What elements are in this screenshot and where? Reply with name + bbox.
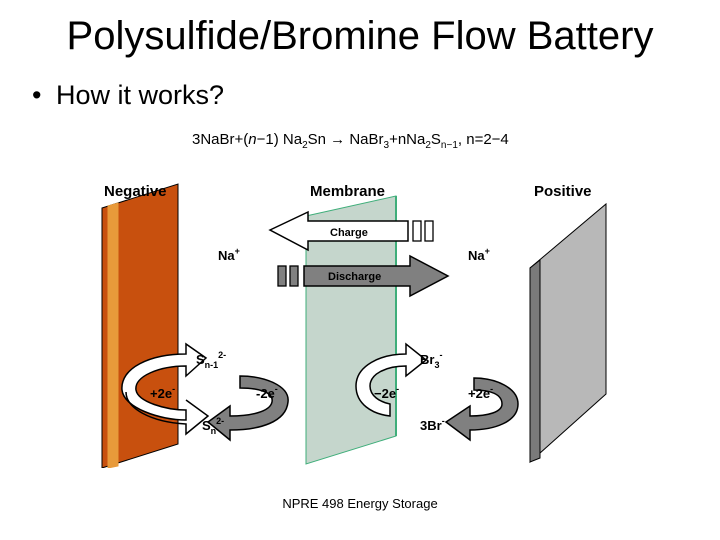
positive-electrode-edge xyxy=(529,258,541,463)
charge-label: Charge xyxy=(330,227,368,239)
charge-arrow-tail-bar xyxy=(412,220,422,242)
eq-part: NaBr xyxy=(345,131,384,148)
eq-part: 3NaBr+( xyxy=(192,131,249,148)
negative-electrode-face xyxy=(101,183,179,468)
eq-italic-n: n xyxy=(248,131,257,148)
neg-gray-cycle-arrow xyxy=(206,375,289,442)
pos-electrons-right: +2e- xyxy=(468,384,493,401)
negative-label: Negative xyxy=(104,183,167,200)
neg-lower-cycle-stroke xyxy=(125,391,210,436)
positive-label: Positive xyxy=(534,183,592,200)
eq-subscript: 2 xyxy=(425,140,431,151)
na-ion-right: Na+ xyxy=(468,246,490,263)
negative-cycle xyxy=(121,342,289,442)
negative-electrode xyxy=(101,183,179,468)
negative-electrode-edge xyxy=(107,202,119,468)
pos-upper-cycle-arrow xyxy=(355,342,428,417)
positive-cycle xyxy=(355,342,519,442)
eq-arrow-icon: → xyxy=(330,131,346,148)
neg-electrons-right: -2e- xyxy=(256,384,278,401)
eq-subscript: 3 xyxy=(383,140,390,151)
membrane-label: Membrane xyxy=(310,183,385,200)
eq-part: S xyxy=(430,131,441,148)
charge-arrow-shape xyxy=(268,210,409,252)
bullet-text: How it works? xyxy=(56,80,225,110)
na-ion-left: Na+ xyxy=(218,246,240,263)
neg-electrons-left: +2e- xyxy=(150,384,175,401)
charge-arrow-tail-bar xyxy=(424,220,434,242)
pos-electrons-left: −2e- xyxy=(374,384,399,401)
pos-gray-cycle-arrow xyxy=(444,377,519,442)
flow-battery-diagram: Negative Membrane Positive Charge Discha… xyxy=(101,183,607,468)
bullet-item: • How it works? xyxy=(32,78,224,112)
bullet-dot: • xyxy=(32,80,42,110)
pos-top-species: Br3- xyxy=(420,350,442,370)
eq-part: Sn xyxy=(307,131,331,148)
charge-arrow: Charge xyxy=(268,210,434,252)
positive-electrode-face xyxy=(529,202,607,464)
eq-subscript: 2 xyxy=(302,140,308,151)
eq-part: −1) Na xyxy=(256,131,303,148)
discharge-arrow: Discharge xyxy=(277,254,450,298)
eq-subscript: n−1 xyxy=(440,140,458,151)
discharge-arrow-shape xyxy=(303,254,450,298)
eq-part: +nNa xyxy=(389,131,426,148)
eq-part: , n=2−4 xyxy=(457,131,509,148)
discharge-label: Discharge xyxy=(328,271,381,283)
footer-text: NPRE 498 Energy Storage xyxy=(282,496,438,511)
pos-bottom-species: 3Br- xyxy=(420,416,445,433)
neg-top-species: Sn-12- xyxy=(196,350,226,370)
neg-bottom-species: Sn2- xyxy=(202,416,224,436)
positive-electrode xyxy=(529,202,607,464)
reaction-equation: 3NaBr+(n−1) Na2Sn → NaBr3+nNa2Sn−1, n=2−… xyxy=(192,130,509,151)
neg-upper-cycle-arrow xyxy=(121,342,208,421)
slide-title: Polysulfide/Bromine Flow Battery xyxy=(66,14,654,58)
discharge-arrow-tail-bar xyxy=(289,265,299,287)
discharge-arrow-tail-bar xyxy=(277,265,287,287)
